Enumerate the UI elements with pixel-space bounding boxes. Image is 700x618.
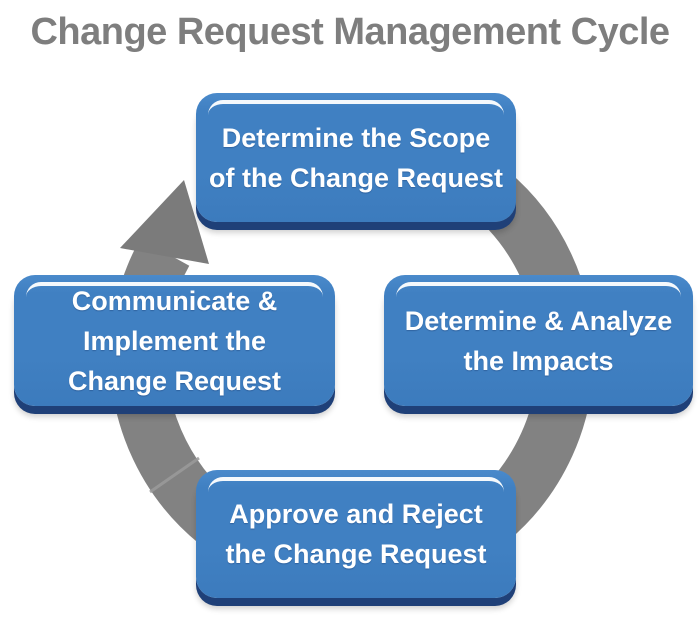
ring-segment-seam bbox=[149, 456, 200, 494]
step-box-determine-scope: Determine the Scope of the Change Reques… bbox=[196, 93, 516, 222]
page-title: Change Request Management Cycle bbox=[30, 11, 670, 53]
arrow-head-icon bbox=[120, 180, 209, 264]
step-label-line: Determine the Scope bbox=[221, 122, 491, 153]
step-label-line: of the Change Request bbox=[208, 162, 504, 193]
step-label-line: Determine & Analyze bbox=[404, 305, 673, 336]
step-box-communicate-implement: Communicate & Implement the Change Reque… bbox=[14, 275, 335, 406]
step-label-line: Approve and Reject bbox=[229, 499, 483, 529]
step-label-line: Implement the bbox=[82, 325, 267, 356]
step-box-determine-analyze-impacts: Determine & Analyze the Impacts bbox=[384, 275, 693, 406]
step-label-line: Change Request bbox=[67, 365, 282, 396]
step-label-line: Communicate & bbox=[71, 285, 278, 316]
step-box-approve-reject: Approve and Reject the Change Request bbox=[196, 470, 516, 598]
step-label-line: the Impacts bbox=[463, 345, 614, 376]
step-label-line: the Change Request bbox=[225, 539, 487, 569]
